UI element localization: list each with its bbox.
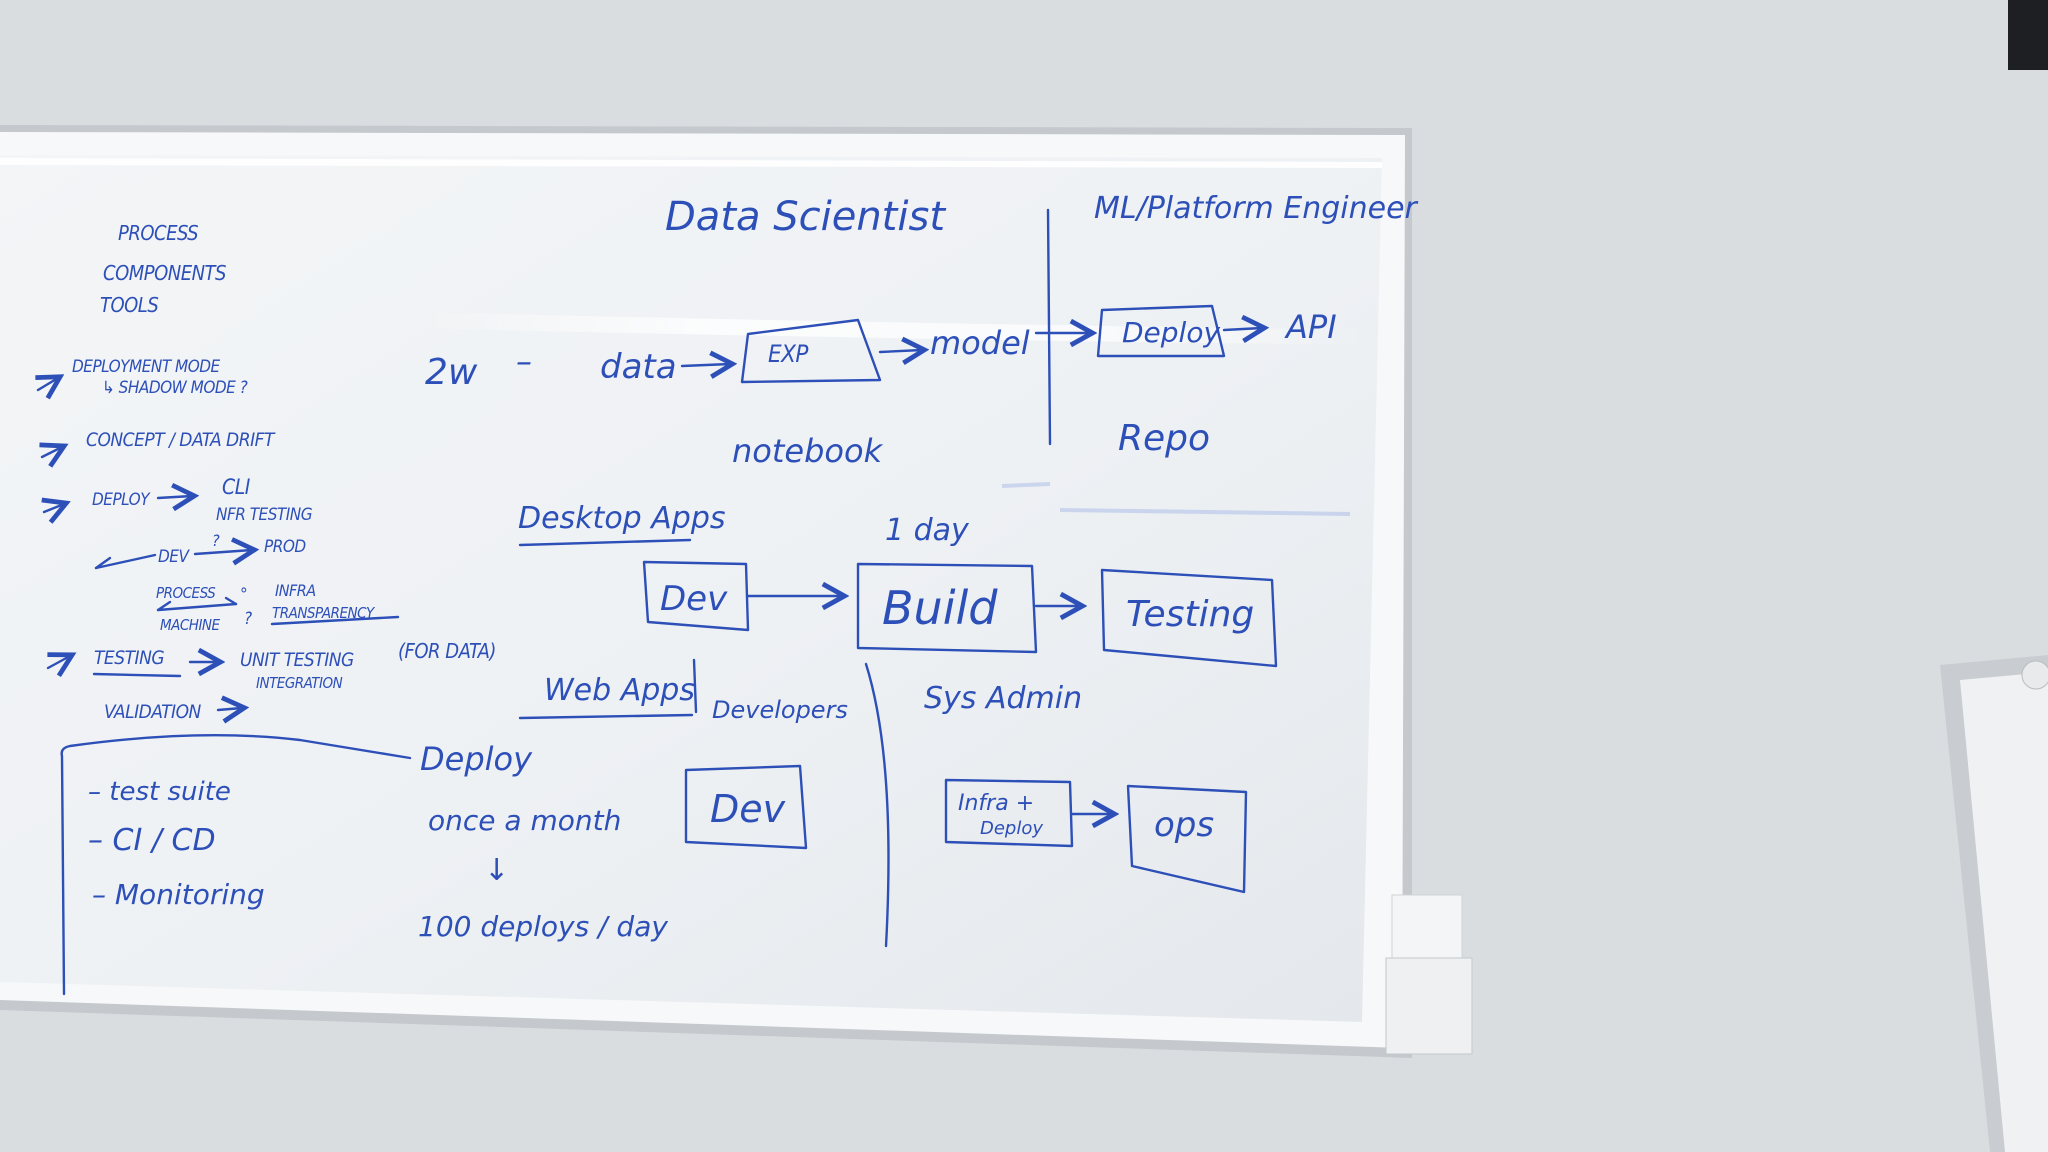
label-1-day: 1 day: [885, 513, 970, 548]
light-glare: [420, 312, 1370, 345]
label-once-a-month: once a month: [428, 804, 621, 837]
label-dev-middle: Dev: [660, 579, 728, 619]
note-process: PROCESS: [118, 221, 198, 245]
svg-text:?: ?: [244, 609, 252, 629]
note-shadow-mode: ↳ SHADOW MODE ?: [102, 378, 248, 398]
box-item-test-suite: – test suite: [88, 777, 231, 807]
note-tools: TOOLS: [100, 293, 158, 317]
label-developers: Developers: [712, 696, 848, 724]
note-validation: VALIDATION: [104, 701, 202, 723]
camera-object: [2008, 0, 2048, 70]
note-process-small: PROCESS: [156, 584, 216, 602]
label-build: Build: [882, 581, 998, 635]
notes-bracket: [60, 734, 412, 996]
label-100-deploys: 100 deploys / day: [418, 910, 668, 943]
label-infra: Infra +: [958, 791, 1034, 816]
label-infra-deploy: Deploy: [980, 818, 1043, 839]
label-2w: 2w: [425, 352, 478, 393]
box-build: [856, 562, 1038, 654]
note-nfr-testing: NFR TESTING: [216, 505, 313, 525]
label-testing: Testing: [1126, 594, 1254, 635]
label-exp: EXP: [768, 340, 808, 368]
middle-flow: Desktop Apps 1 day Dev Build Testing: [518, 501, 1278, 668]
label-dash: –: [516, 342, 532, 380]
label-data: data: [600, 347, 677, 387]
note-deployment-mode: DEPLOYMENT MODE: [72, 357, 221, 377]
side-whiteboard: [1940, 655, 2048, 1152]
label-repo: Repo: [1118, 418, 1210, 459]
note-unit-testing: UNIT TESTING: [240, 649, 354, 671]
note-infra: INFRA: [275, 581, 316, 600]
main-whiteboard: [0, 125, 1473, 1058]
note-dev: DEV: [158, 547, 190, 567]
note-deploy: DEPLOY: [92, 490, 151, 510]
label-web-apps: Web Apps: [544, 673, 695, 708]
label-ops: ops: [1154, 805, 1214, 845]
bottom-flow: Web Apps Developers Sys Admin Deploy onc…: [418, 658, 1248, 948]
note-prod: PROD: [264, 537, 306, 557]
label-desktop-apps: Desktop Apps: [518, 501, 726, 536]
label-down-arrow: ↓: [484, 853, 509, 888]
box-testing: [1100, 568, 1278, 668]
label-sys-admin: Sys Admin: [924, 681, 1082, 716]
top-flow: Data Scientist ML/Platform Engineer 2w –…: [425, 191, 1419, 516]
label-deploy-bottom: Deploy: [420, 740, 533, 778]
label-ml-platform-engineer: ML/Platform Engineer: [1094, 191, 1419, 226]
box-dev-bottom: [684, 764, 808, 850]
note-concept-drift: CONCEPT / DATA DRIFT: [86, 429, 276, 451]
divider-line: [1046, 208, 1052, 446]
label-model: model: [930, 324, 1030, 362]
note-cli: CLI: [222, 475, 251, 499]
note-testing: TESTING: [94, 647, 164, 669]
note-transparency: TRANSPARENCY: [272, 604, 376, 622]
label-notebook: notebook: [732, 432, 884, 470]
bottom-divider: [864, 662, 890, 948]
box-dev-middle: [642, 560, 750, 632]
left-notes: PROCESS COMPONENTS TOOLS DEPLOYMENT MODE…: [38, 221, 496, 996]
note-components: COMPONENTS: [103, 261, 226, 285]
box-exp: [740, 318, 882, 384]
note-machine: MACHINE: [160, 616, 221, 634]
svg-text:°: °: [240, 585, 247, 605]
box-item-monitoring: – Monitoring: [92, 878, 265, 911]
note-for-data: (FOR DATA): [398, 639, 496, 663]
box-infra-deploy: [944, 778, 1074, 848]
box-deploy-top: [1096, 304, 1226, 358]
label-data-scientist: Data Scientist: [665, 194, 946, 240]
label-api: API: [1284, 308, 1337, 346]
label-dev-bottom: Dev: [710, 787, 786, 831]
note-integration: INTEGRATION: [256, 674, 343, 692]
svg-text:?: ?: [212, 531, 220, 550]
box-ops: [1126, 784, 1248, 894]
label-deploy-top: Deploy: [1122, 316, 1220, 349]
box-item-cicd: – CI / CD: [88, 823, 216, 858]
